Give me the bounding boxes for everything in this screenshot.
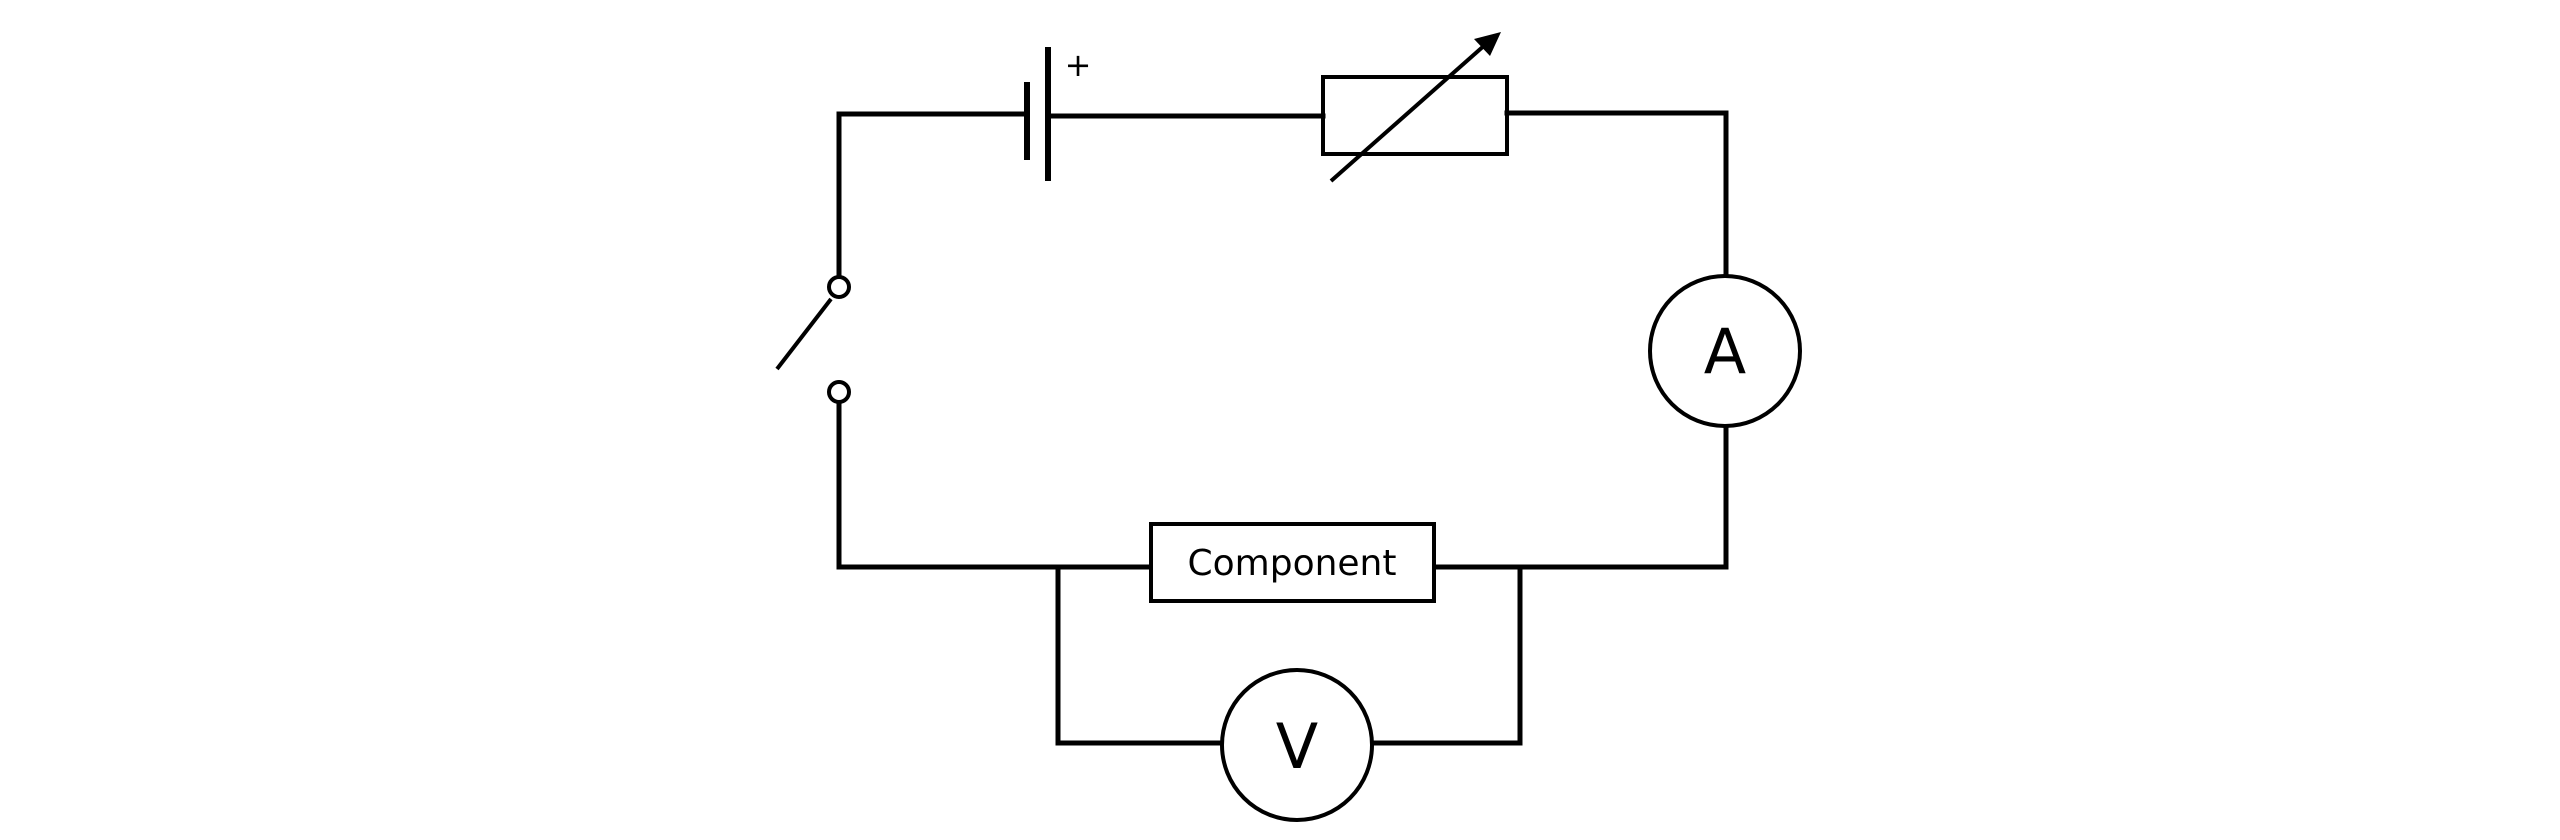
wire-resistor-ammeter xyxy=(1504,110,1729,279)
ammeter: A xyxy=(1648,274,1802,428)
voltmeter-label: V xyxy=(1276,710,1318,783)
component-box: Component xyxy=(1149,522,1436,603)
wire-voltmeter-right xyxy=(1369,564,1523,746)
variable-arrow-head-icon xyxy=(1474,32,1501,56)
wire-left-top xyxy=(836,111,1030,280)
battery-positive-label: + xyxy=(1065,46,1092,84)
switch-open xyxy=(775,275,851,404)
battery-cell xyxy=(1024,47,1051,181)
variable-resistor xyxy=(1321,32,1509,183)
switch-blade xyxy=(775,297,833,371)
switch-terminal-top xyxy=(827,275,851,299)
voltmeter: V xyxy=(1220,668,1374,822)
component-body xyxy=(1149,522,1436,603)
resistor-body xyxy=(1321,75,1509,156)
component-label: Component xyxy=(1187,543,1396,584)
wire-ammeter-bottom xyxy=(1431,423,1729,570)
wire-switch-component xyxy=(836,399,1154,570)
wire-voltmeter-left xyxy=(1055,564,1225,746)
ammeter-label: A xyxy=(1704,315,1746,388)
ammeter-circle xyxy=(1648,274,1802,428)
switch-terminal-bottom xyxy=(827,380,851,404)
voltmeter-circle xyxy=(1220,668,1374,822)
variable-arrow-shaft xyxy=(1329,42,1488,183)
